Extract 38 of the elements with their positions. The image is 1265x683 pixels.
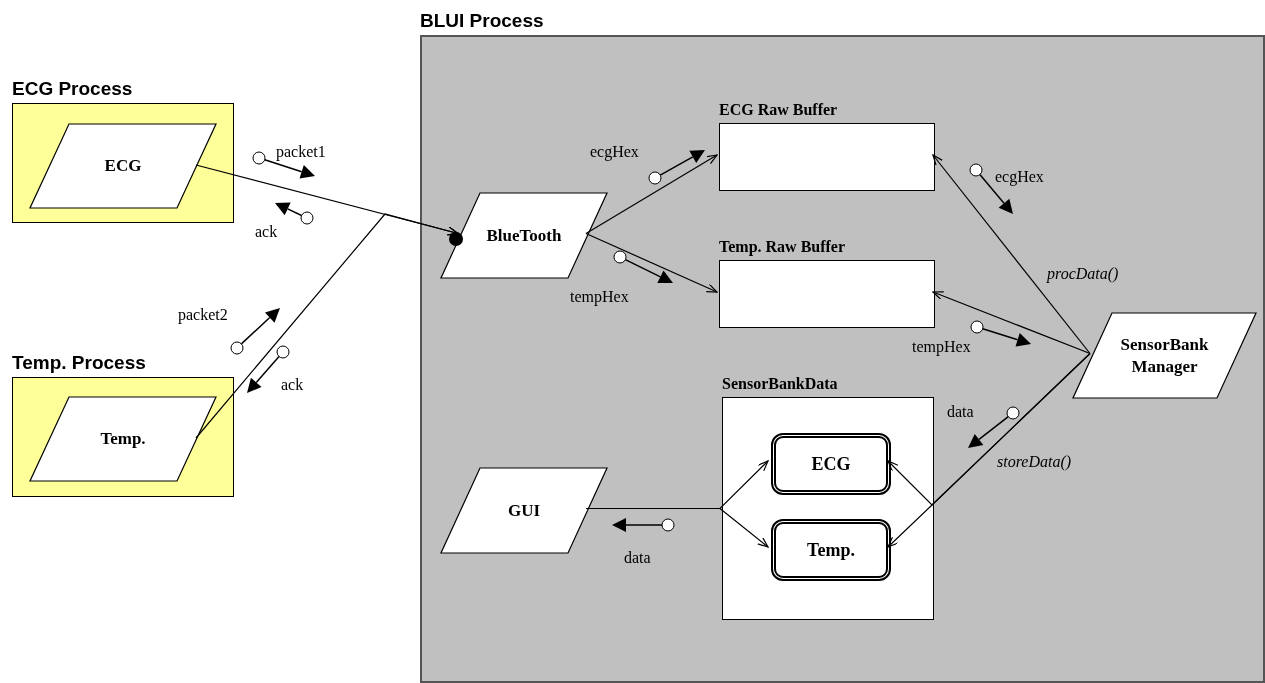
- box-heading: Temp. Raw Buffer: [719, 239, 846, 258]
- box-heading: ECG Raw Buffer: [719, 102, 838, 120]
- message-label: tempHex: [912, 337, 971, 358]
- process-parallelogram: [1072, 312, 1257, 399]
- message-label: data: [624, 548, 651, 568]
- node-label: ECG: [104, 155, 142, 177]
- message-label: packet2: [178, 305, 228, 326]
- arrow: [932, 154, 1091, 355]
- message-label: tempHex: [570, 287, 629, 308]
- message-label: ecgHex: [995, 167, 1044, 188]
- node-label: Temp.: [807, 538, 855, 562]
- data-store-box: [771, 433, 891, 495]
- process-parallelogram: [29, 396, 217, 482]
- message-label: packet1: [276, 142, 326, 163]
- box-heading: SensorBankData: [722, 376, 838, 394]
- message-label: procData(): [1047, 264, 1119, 285]
- arrow: [585, 154, 718, 235]
- arrow: [195, 213, 459, 439]
- process-parallelogram: [29, 123, 217, 209]
- message-label: data: [947, 402, 974, 422]
- message-label: storeData(): [997, 452, 1072, 473]
- node-label: SensorBank Manager: [1119, 334, 1210, 377]
- process-parallelogram: [440, 192, 608, 279]
- node-label: GUI: [507, 499, 541, 522]
- arrow: [887, 352, 1091, 548]
- box-heading: ECG Process: [12, 79, 133, 101]
- node-label: BlueTooth: [486, 224, 562, 247]
- message-label: ack: [255, 222, 278, 242]
- node-label: Temp.: [100, 428, 146, 450]
- message-label: ecgHex: [590, 142, 639, 163]
- message-label: ack: [281, 375, 304, 395]
- box-heading: Temp. Process: [12, 353, 146, 375]
- node-label: ECG: [811, 452, 851, 476]
- arrow: [932, 291, 1091, 355]
- arrow: [585, 232, 718, 293]
- box-heading: BLUI Process: [420, 11, 544, 33]
- data-store-box: [771, 519, 891, 581]
- process-parallelogram: [440, 467, 608, 554]
